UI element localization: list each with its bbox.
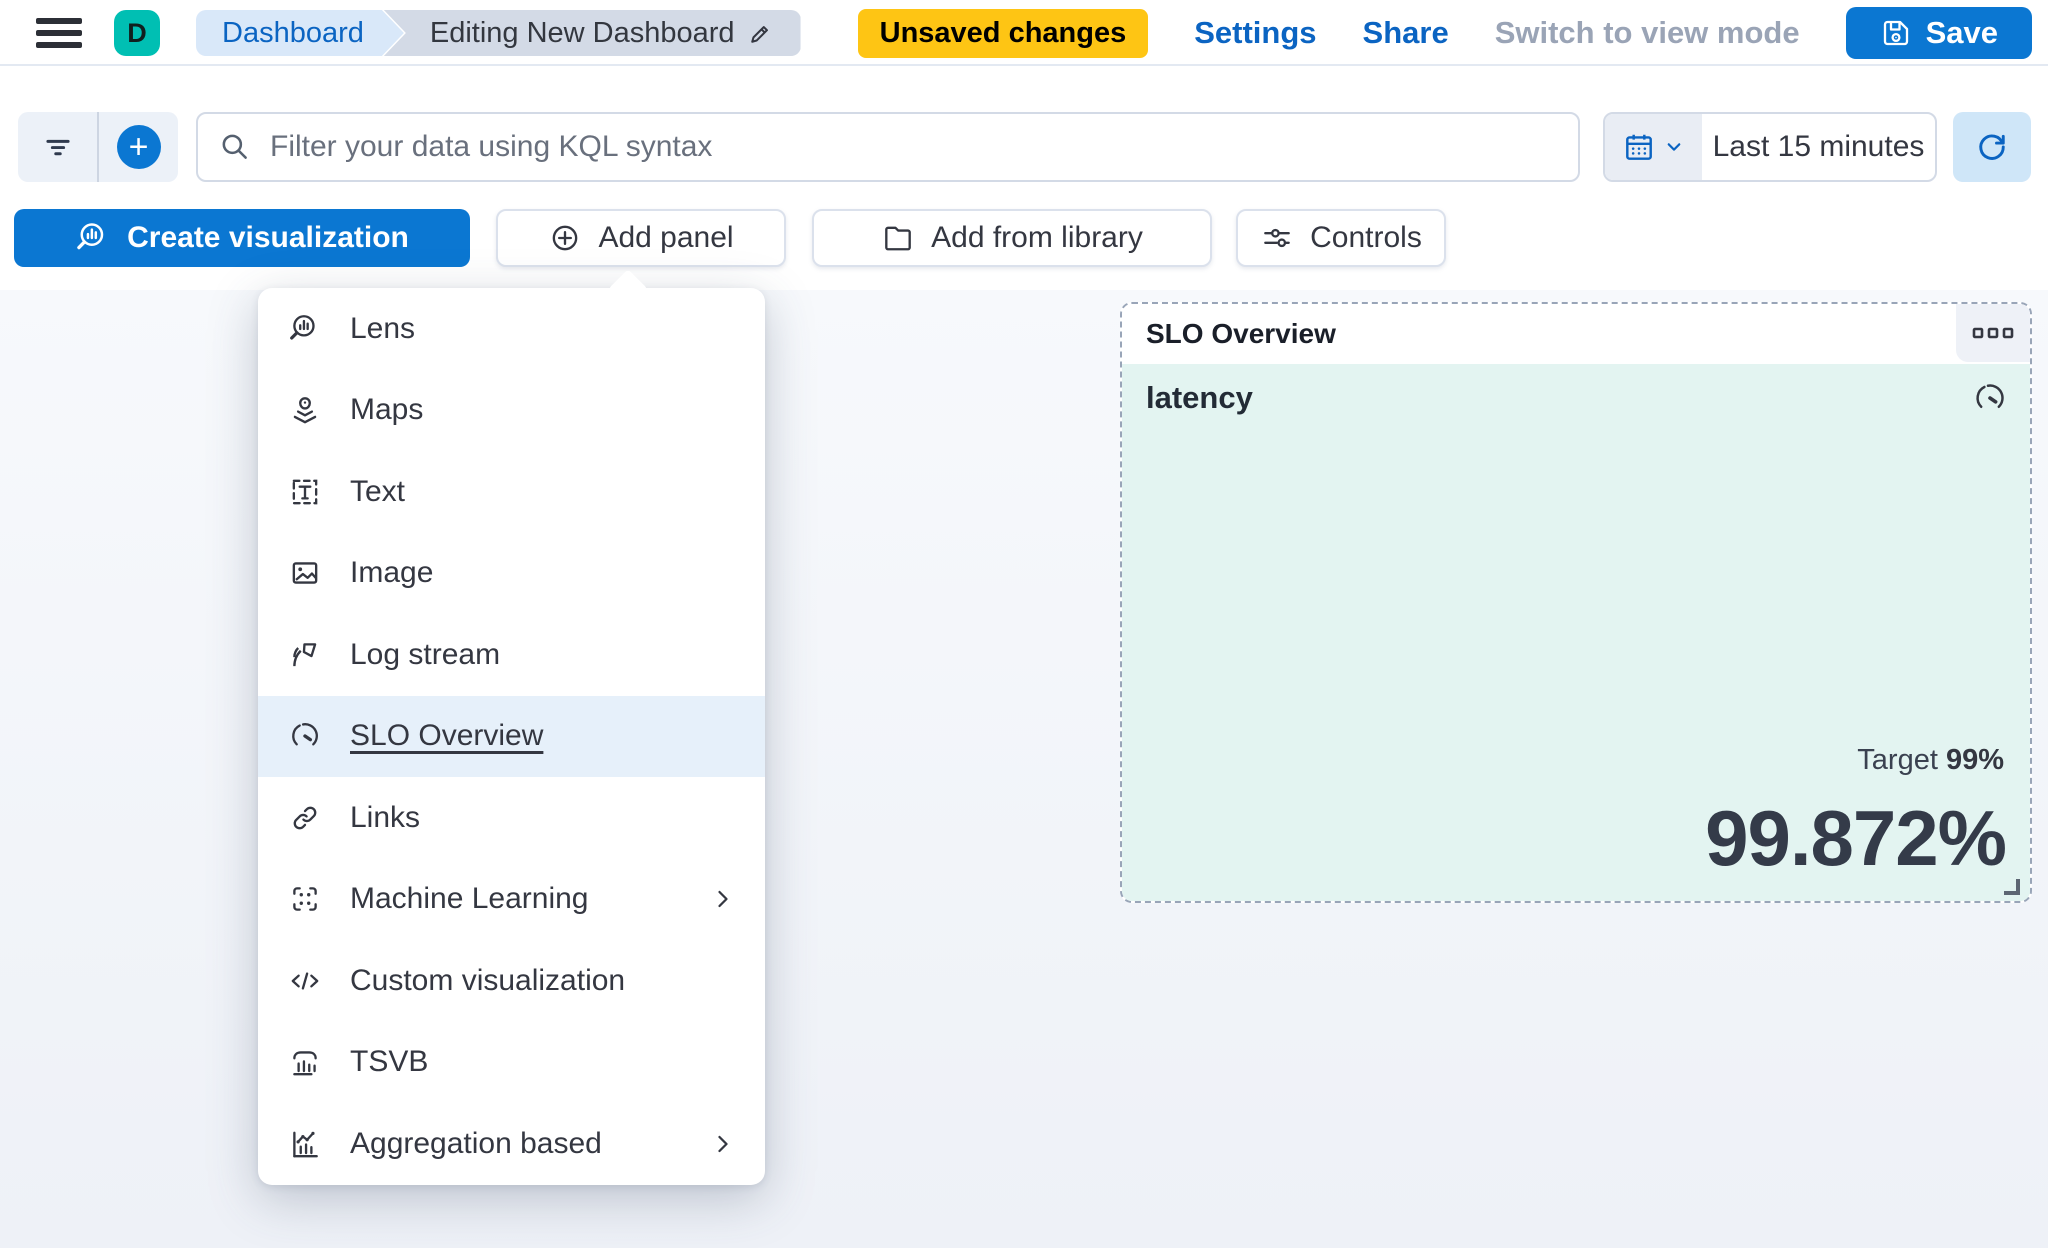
text-icon [292,479,318,505]
image-icon [292,562,318,584]
save-button[interactable]: Save [1845,7,2032,59]
plus-in-circle-icon [548,221,582,255]
menu-item-custom-visualization[interactable]: Custom visualization [258,940,765,1022]
add-from-library-button[interactable]: Add from library [812,209,1212,267]
controls-button[interactable]: Controls [1236,209,1446,267]
unsaved-changes-badge: Unsaved changes [857,8,1149,58]
add-filter-button[interactable]: + [99,112,178,182]
menu-item-lens[interactable]: Lens [258,288,765,370]
aggregation-icon [293,1131,318,1158]
plus-circle-icon: + [116,125,161,169]
time-range-value[interactable]: Last 15 minutes [1712,130,1925,163]
kql-search-box [196,112,1580,182]
filter-icon [40,129,76,165]
header-actions: Unsaved changes Settings Share Switch to… [857,0,2032,66]
chevron-right-icon [718,891,728,908]
panel-header: SLO Overview [1122,304,2030,364]
lens-icon [75,220,111,256]
gauge-icon [1972,380,2008,416]
sliders-icon [1260,221,1294,255]
chevron-down-icon [1662,135,1686,159]
slo-metric-name: latency [1146,380,1253,415]
search-icon [218,130,252,164]
panel-resize-handle[interactable] [2004,879,2020,895]
filters-button[interactable] [18,112,97,182]
add-panel-button[interactable]: Add panel [496,209,786,267]
link-icon [293,806,317,830]
menu-item-machine-learning[interactable]: Machine Learning [258,859,765,941]
calendar-icon [1622,130,1656,164]
filter-controls-group: + [18,112,178,182]
menu-item-log-stream[interactable]: Log stream [258,614,765,696]
chevron-right-icon [718,1135,728,1152]
breadcrumb: Dashboard Editing New Dashboard [196,10,801,56]
slo-value: 99.872% [1705,794,2007,882]
log-stream-icon [293,642,317,666]
refresh-icon [1974,129,2010,165]
menu-item-tsvb[interactable]: TSVB [258,1022,765,1104]
divider [97,112,99,182]
panel-title: SLO Overview [1146,318,1336,349]
save-icon [1880,17,1912,49]
add-panel-menu: Lens Maps Text Image [258,269,765,1185]
menu-item-links[interactable]: Links [258,777,765,859]
menu-item-aggregation-based[interactable]: Aggregation based [258,1103,765,1185]
query-bar: + [0,112,2048,182]
machine-learning-icon [293,887,317,912]
quick-select-button[interactable] [1605,114,1702,180]
tsvb-icon [293,1051,317,1076]
switch-to-view-mode-link[interactable]: Switch to view mode [1494,15,1800,50]
settings-link[interactable]: Settings [1194,15,1317,50]
top-header-bar: D Dashboard Editing New Dashboard Unsave… [0,0,2048,66]
maps-icon [293,397,317,424]
lens-icon [290,314,315,340]
breadcrumb-dashboard[interactable]: Dashboard [196,10,404,56]
menu-item-text[interactable]: Text [258,451,765,533]
space-avatar[interactable]: D [114,10,160,56]
share-link[interactable]: Share [1362,15,1449,50]
gauge-icon [292,723,318,746]
search-input[interactable] [270,130,1558,164]
slo-target: Target 99% [1857,744,2004,776]
pencil-icon [747,19,775,47]
menu-item-slo-overview[interactable]: SLO Overview [258,695,765,777]
slo-metric-body: latency Target 99% 99.872% [1122,364,2030,901]
menu-item-image[interactable]: Image [258,533,765,615]
refresh-button[interactable] [1953,112,2031,182]
boxes-horizontal-icon [1972,327,2014,339]
panel-options-button[interactable] [1956,304,2030,362]
folder-icon [881,221,915,255]
menu-item-maps[interactable]: Maps [258,370,765,452]
create-visualization-button[interactable]: Create visualization [14,209,470,267]
code-icon [291,972,319,990]
slo-overview-panel: SLO Overview latency Target 99% [1120,302,2032,903]
menu-hamburger-icon[interactable] [36,18,82,48]
breadcrumb-editing-new-dashboard[interactable]: Editing New Dashboard [383,10,801,56]
time-range-picker: Last 15 minutes [1603,112,1937,182]
